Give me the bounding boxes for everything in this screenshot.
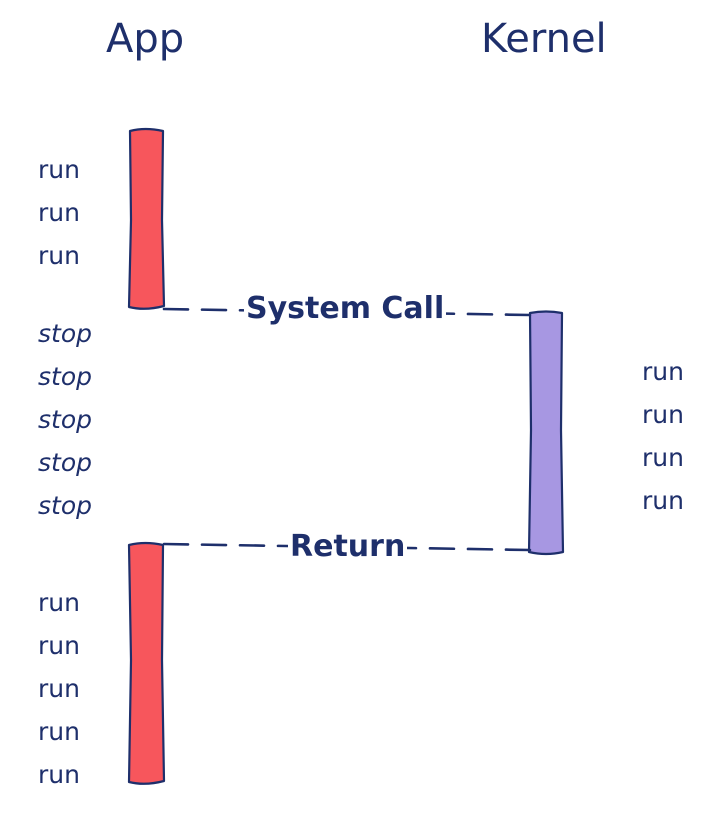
kernel-run-label: run: [642, 443, 684, 472]
app-active-bar-2: [127, 541, 166, 785]
system-call-connector: [162, 307, 532, 317]
return-connector: [162, 542, 532, 552]
kernel-column-header: Kernel: [481, 16, 607, 62]
kernel-run-label: run: [642, 400, 684, 429]
app-stop-label: stop: [38, 448, 92, 477]
app-stop-label: stop: [38, 491, 92, 520]
app-column-header: App: [106, 16, 185, 62]
return-label: Return: [288, 529, 408, 564]
app-run-label: run: [38, 674, 80, 703]
app-run-label: run: [38, 588, 80, 617]
kernel-run-label: run: [642, 486, 684, 515]
app-run-label: run: [38, 631, 80, 660]
app-active-bar-1: [127, 127, 166, 310]
app-run-label: run: [38, 760, 80, 789]
app-stop-label: stop: [38, 362, 92, 391]
app-run-label: run: [38, 155, 80, 184]
kernel-run-label: run: [642, 357, 684, 386]
app-run-label: run: [38, 198, 80, 227]
kernel-active-bar: [527, 310, 565, 556]
system-call-label: System Call: [244, 291, 447, 326]
app-stop-label: stop: [38, 405, 92, 434]
app-run-label: run: [38, 717, 80, 746]
app-run-label: run: [38, 241, 80, 270]
app-stop-label: stop: [38, 319, 92, 348]
